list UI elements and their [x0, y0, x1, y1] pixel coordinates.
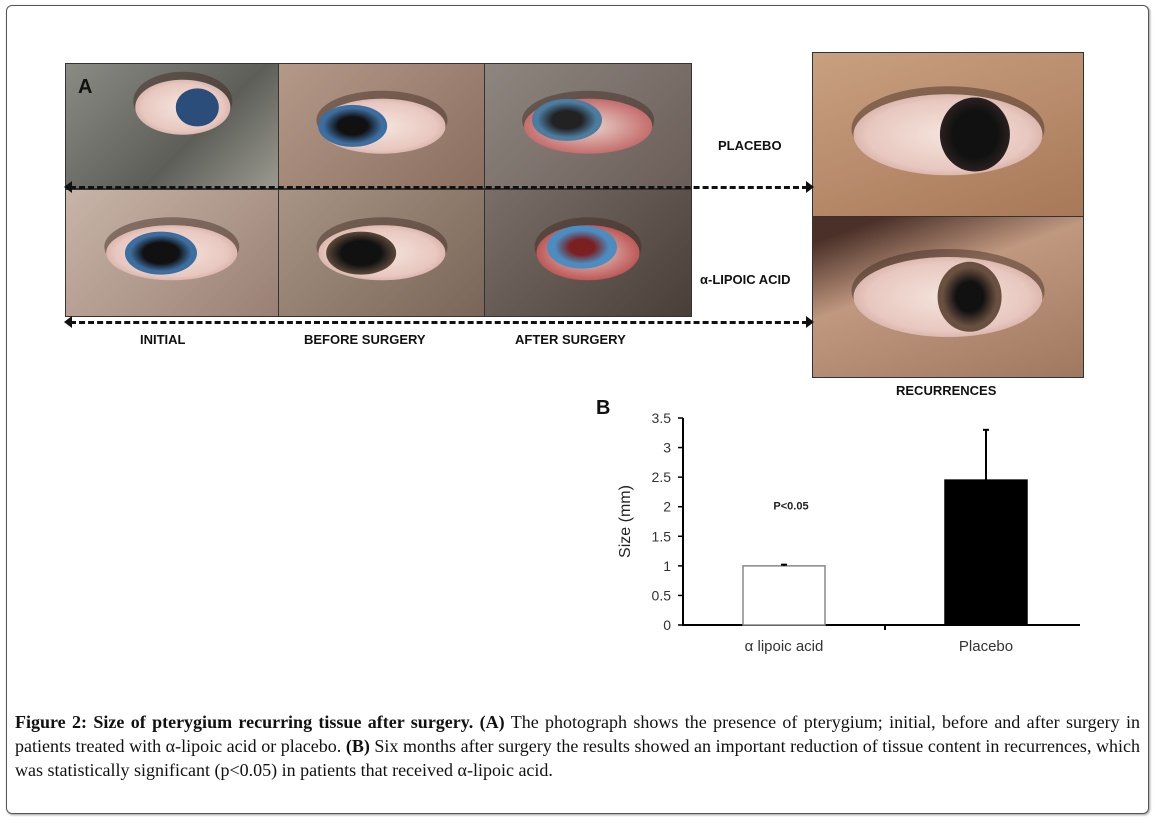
arrow-lipoic: [64, 316, 814, 328]
photo-placebo-after: [484, 63, 692, 189]
label-placebo: PLACEBO: [718, 138, 782, 153]
panel-b-label: B: [596, 397, 611, 419]
photo-lipoic-recurrence: [812, 216, 1084, 378]
caption-a-label: (A): [479, 712, 505, 732]
arrow-placebo: [64, 181, 814, 193]
photo-placebo-before: [278, 63, 485, 189]
caption-b-text: Six months after surgery the results sho…: [15, 736, 1141, 780]
figure-frame: [6, 5, 1149, 814]
label-lipoic-acid: α-LIPOIC ACID: [700, 272, 791, 287]
label-before-surgery: BEFORE SURGERY: [304, 332, 426, 347]
label-initial: INITIAL: [140, 332, 186, 347]
photo-placebo-initial: [65, 63, 279, 189]
caption-a-text: The photograph shows the presence of pte…: [15, 712, 1141, 756]
photo-lipoic-initial: [65, 189, 279, 317]
panel-a-label: A: [78, 76, 93, 98]
photo-lipoic-before: [278, 189, 485, 317]
caption-b-label: (B): [345, 736, 370, 756]
photo-lipoic-after: [484, 189, 692, 317]
figure-caption: Figure 2: Size of pterygium recurring ti…: [15, 710, 1140, 782]
label-recurrences: RECURRENCES: [896, 383, 997, 398]
caption-title: Figure 2: Size of pterygium recurring ti…: [15, 712, 474, 732]
photo-placebo-recurrence: [812, 52, 1084, 217]
label-after-surgery: AFTER SURGERY: [515, 332, 626, 347]
